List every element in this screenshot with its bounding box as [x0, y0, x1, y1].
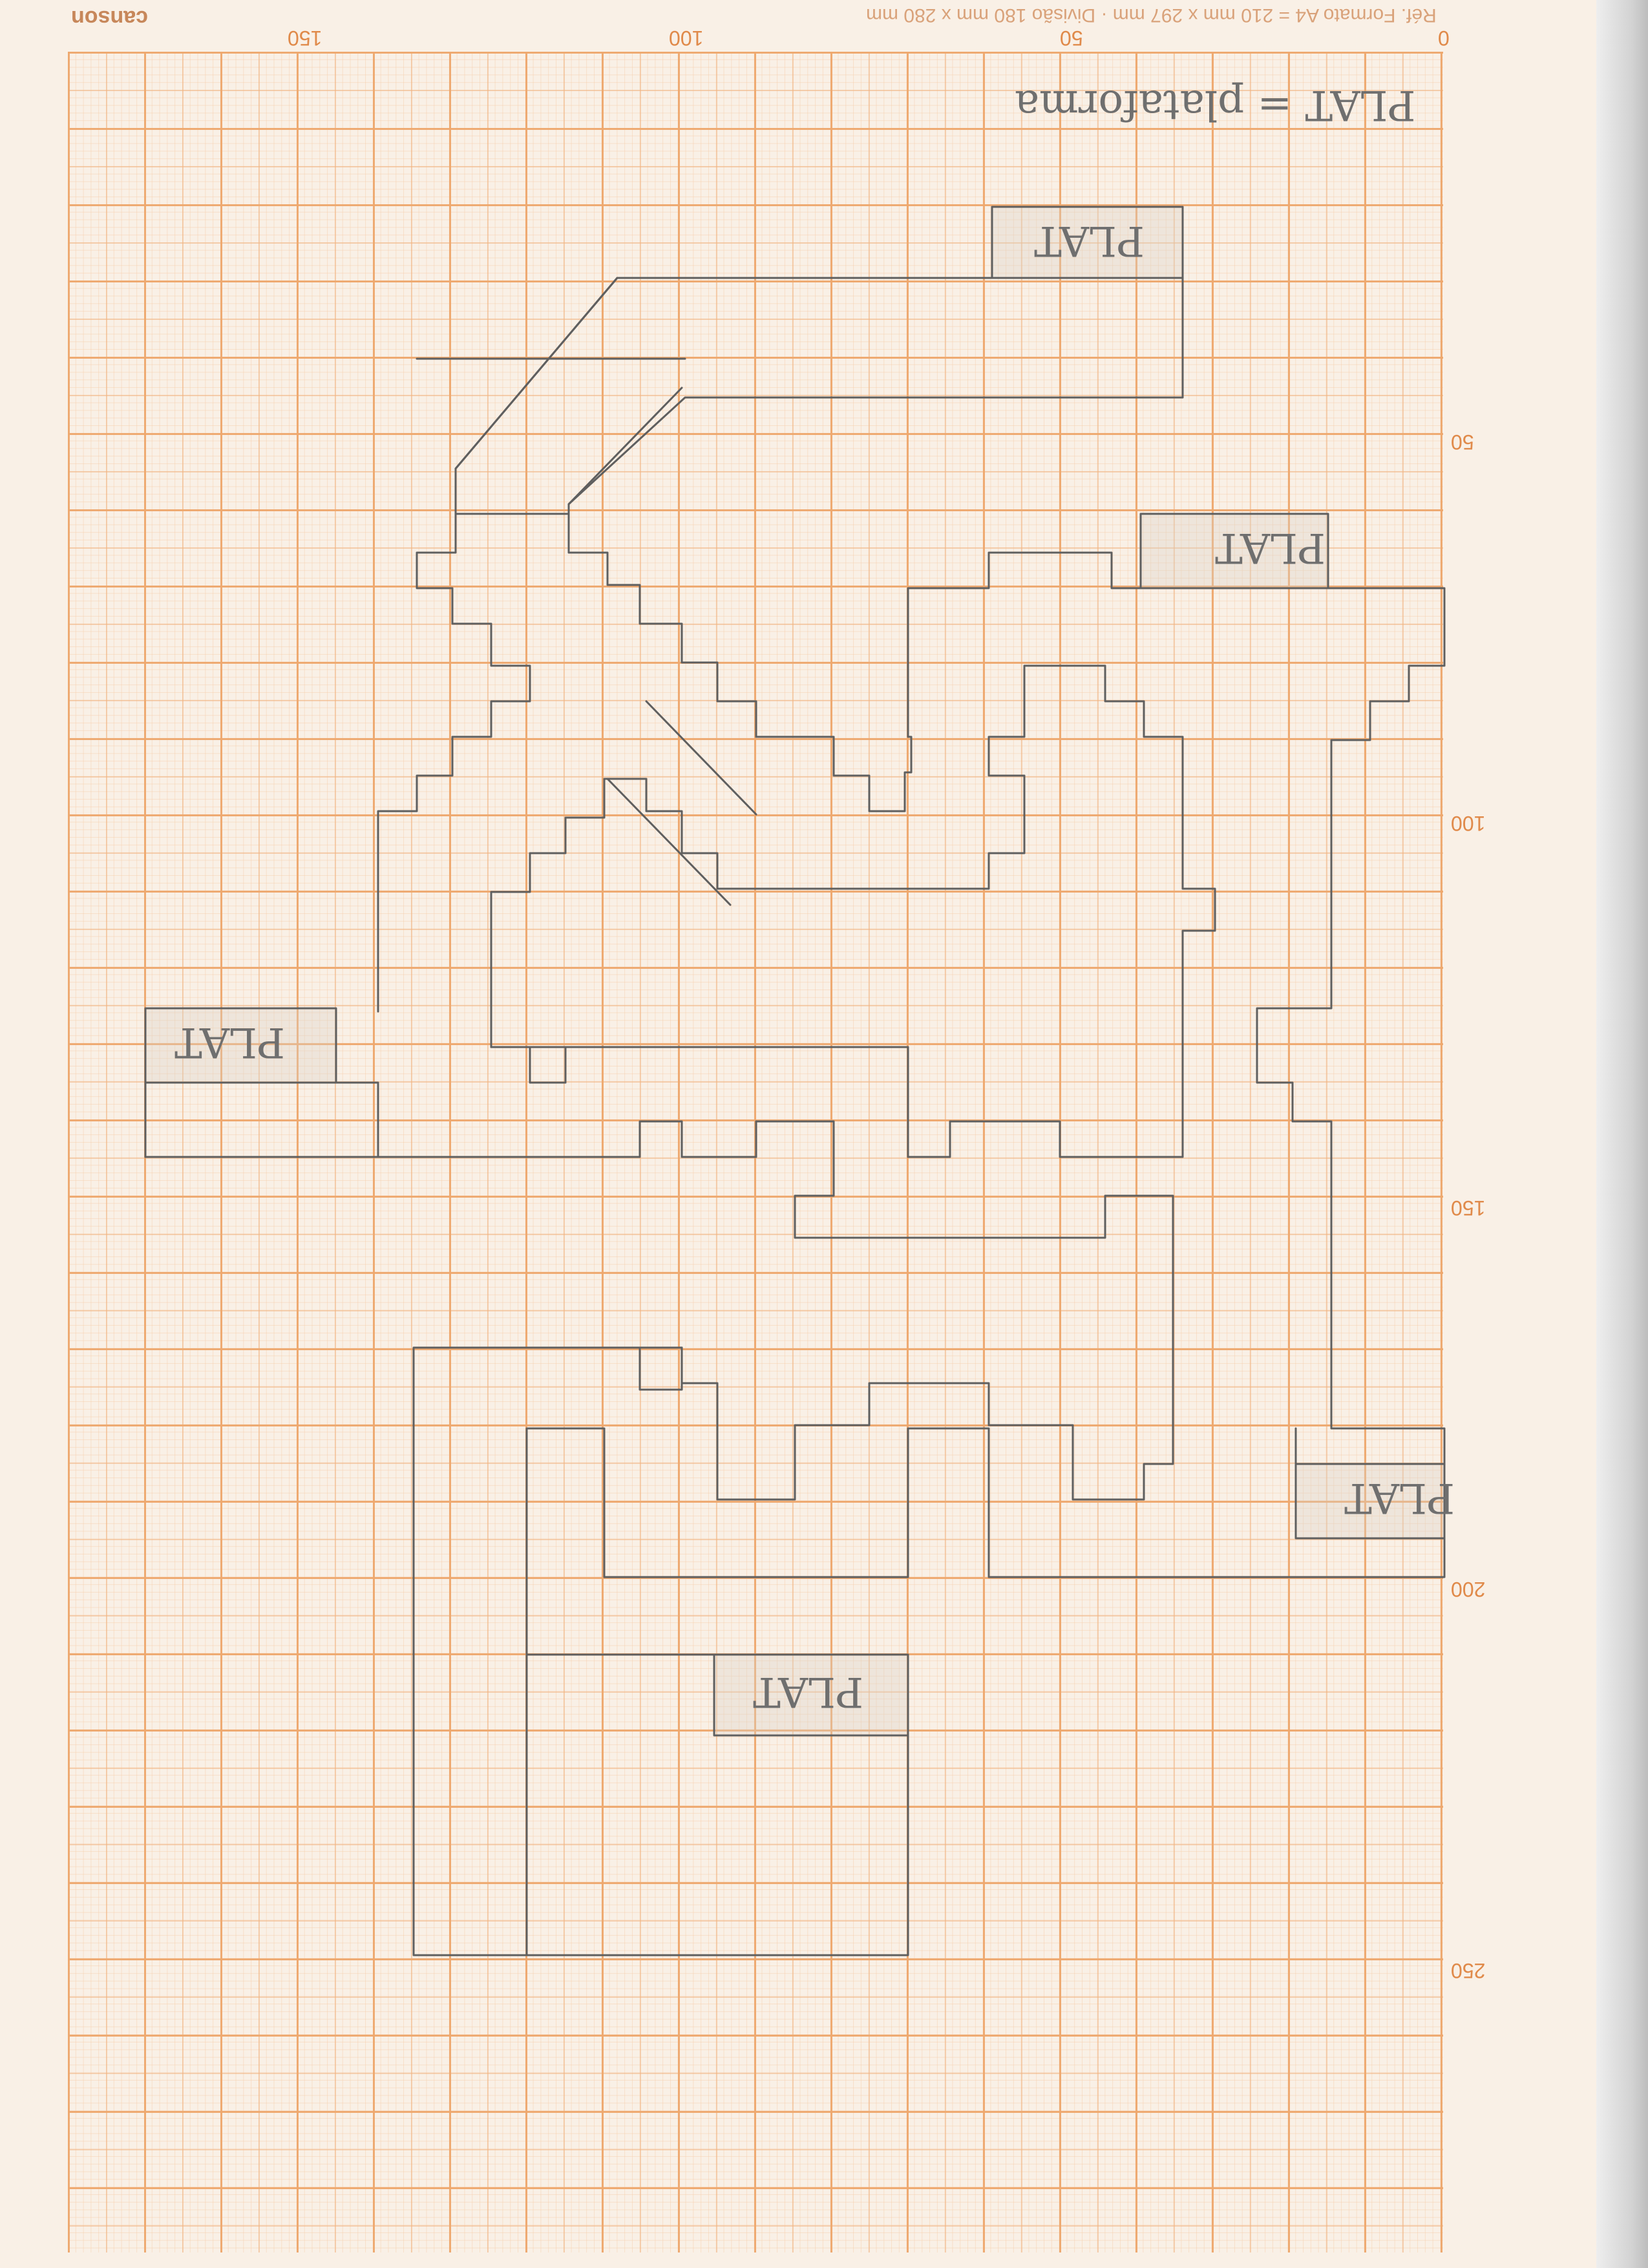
platform-label-3: PLAT	[174, 1018, 285, 1066]
right-tower	[1256, 774, 1446, 1465]
platform-2-fill	[1141, 514, 1328, 588]
upper-stair-outline	[567, 277, 1446, 812]
middle-band	[144, 1081, 1174, 1956]
platform-label-5: PLAT	[753, 1668, 863, 1715]
platform-4-fill	[1296, 1464, 1444, 1538]
upper-diagonal-2	[567, 387, 683, 505]
platform-box-5	[713, 1653, 909, 1737]
platform-box-3	[144, 1007, 337, 1084]
platform-label-4: PLAT	[1344, 1474, 1455, 1521]
lower-blocks	[525, 1346, 1446, 1956]
pyramid-diagonal	[606, 778, 732, 906]
platform-3-fill	[145, 1008, 336, 1083]
platform-label-2: PLAT	[1215, 524, 1326, 571]
scanner-edge	[1596, 0, 1648, 2268]
upper-left-edge	[377, 277, 686, 1013]
platform-5-fill	[714, 1655, 908, 1735]
small-notch-1	[529, 1046, 567, 1084]
upper-diagonal	[454, 277, 618, 470]
platform-box-4	[1294, 1463, 1446, 1540]
legend-handwritten: PLAT = plataforma	[1015, 81, 1416, 129]
platform-1-fill	[992, 207, 1183, 278]
upper-diagonal-3	[645, 700, 757, 816]
platform-shading	[145, 207, 1444, 1735]
center-pyramid	[490, 664, 1216, 1158]
platform-label-1: PLAT	[1034, 217, 1145, 264]
